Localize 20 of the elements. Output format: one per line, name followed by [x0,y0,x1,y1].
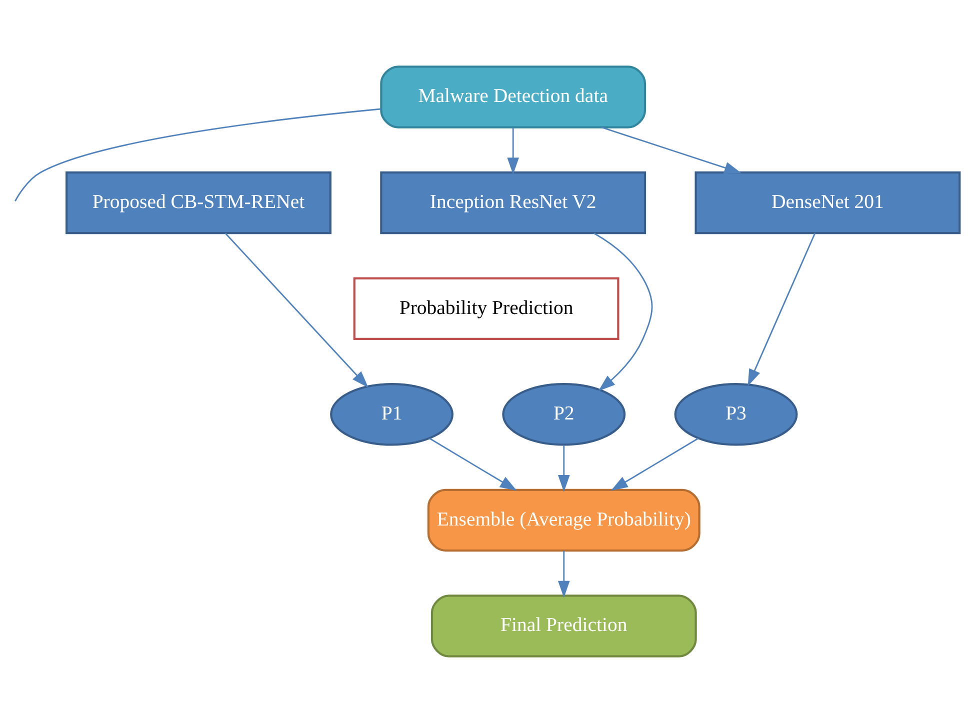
node-box: Probability Prediction [353,276,620,340]
node-box: DenseNet 201 [694,170,961,234]
node-box: Inception ResNet V2 [380,170,646,234]
node-ellipse: P1 [330,382,454,446]
arrow [558,444,570,492]
node-box: Proposed CB-STM-RENet [66,170,332,234]
arrow [610,437,699,490]
arrow [594,232,653,391]
node-box: Malware Detection data [380,65,646,128]
arrow [558,550,570,598]
arrow [601,126,742,173]
node-ellipse: P3 [674,382,798,446]
connector [14,108,381,201]
node-box: Final Prediction [430,594,697,657]
node-box: Ensemble (Average Probability) [427,488,700,552]
arrow [507,127,520,174]
arrow [429,437,517,490]
arrow [224,232,368,388]
node-ellipse: P2 [502,382,626,446]
arrow [748,232,816,386]
